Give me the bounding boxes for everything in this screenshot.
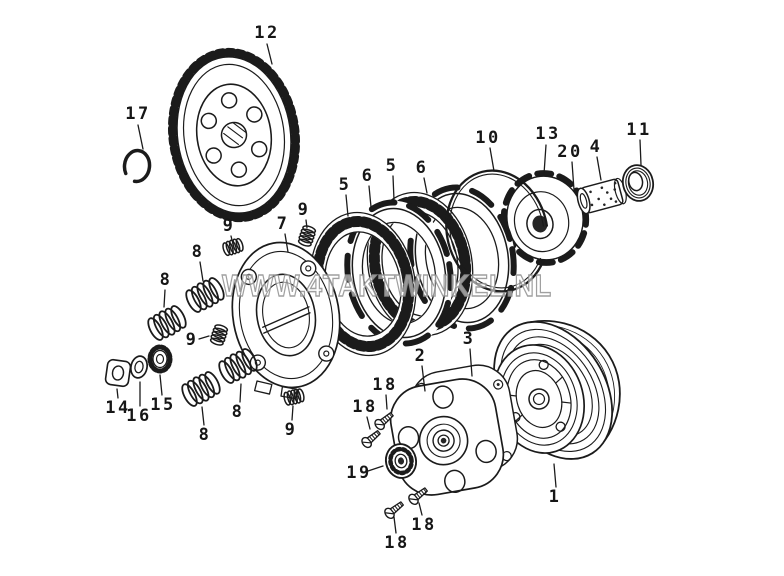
callout-label-18: 18 xyxy=(372,375,397,395)
callout-leader-8 xyxy=(163,289,166,308)
callout-leader-18 xyxy=(366,416,371,430)
callout-label-9: 9 xyxy=(298,200,311,220)
callout-leader-18 xyxy=(393,516,397,534)
callout-leader-7 xyxy=(284,233,289,253)
part-19-ball-bearing xyxy=(384,443,418,479)
part-2-clutch-cover xyxy=(389,378,505,496)
part-18-screw xyxy=(359,427,384,450)
callout-leader-11 xyxy=(639,139,642,166)
part-12-primary-gear xyxy=(167,47,301,223)
part-9-damper-spring xyxy=(220,236,246,258)
part-7-pressure-plate xyxy=(231,241,341,400)
callout-leader-14 xyxy=(116,388,119,399)
callout-label-16: 16 xyxy=(126,406,151,426)
callout-label-20: 20 xyxy=(557,142,582,162)
part-10-set-ring xyxy=(445,169,549,293)
callout-leader-13 xyxy=(543,144,547,175)
callout-leader-9 xyxy=(198,335,210,340)
callout-leader-8 xyxy=(199,261,204,282)
callout-label-10: 10 xyxy=(475,128,500,148)
watermark-text: WWW.4TAKTWINKEL.NL xyxy=(222,268,552,303)
callout-label-9: 9 xyxy=(223,216,236,236)
callout-label-15: 15 xyxy=(150,395,175,415)
callout-leader-4 xyxy=(596,156,602,181)
callout-leader-18 xyxy=(418,502,423,516)
callout-label-9: 9 xyxy=(186,330,199,350)
part-8-clutch-spring xyxy=(177,368,225,410)
callout-label-8: 8 xyxy=(160,270,173,290)
callout-label-12: 12 xyxy=(254,23,279,43)
callout-label-17: 17 xyxy=(125,104,150,124)
callout-leader-6 xyxy=(368,185,372,208)
callout-label-8: 8 xyxy=(232,402,245,422)
callout-leader-1 xyxy=(553,463,557,488)
callout-leader-6 xyxy=(423,177,428,194)
part-14-lock-nut xyxy=(104,358,132,388)
part-8-clutch-spring xyxy=(143,302,191,344)
callout-label-18: 18 xyxy=(352,397,377,417)
part-8-clutch-spring xyxy=(181,274,229,316)
callout-label-3: 3 xyxy=(463,329,476,349)
callout-leader-12 xyxy=(266,43,273,65)
callout-label-8: 8 xyxy=(192,242,205,262)
callout-label-19: 19 xyxy=(346,463,371,483)
callout-label-5: 5 xyxy=(339,175,352,195)
callout-leader-15 xyxy=(159,374,163,396)
callout-label-6: 6 xyxy=(362,166,375,186)
callout-label-1: 1 xyxy=(549,487,562,507)
callout-leader-19 xyxy=(367,465,384,472)
callout-label-18: 18 xyxy=(411,515,436,535)
callout-label-14: 14 xyxy=(105,398,130,418)
callout-leader-5 xyxy=(345,194,349,217)
callout-label-5: 5 xyxy=(386,156,399,176)
callout-label-2: 2 xyxy=(415,346,428,366)
callout-label-9: 9 xyxy=(285,420,298,440)
callout-leader-20 xyxy=(571,161,575,191)
callout-leader-5 xyxy=(392,175,395,201)
part-9-damper-spring xyxy=(208,322,230,348)
part-11-seal-cap xyxy=(621,164,655,202)
callout-leader-2 xyxy=(421,365,426,392)
callout-leader-9 xyxy=(291,405,294,421)
part-16-washer xyxy=(129,355,149,379)
callout-label-13: 13 xyxy=(535,124,560,144)
callout-label-8: 8 xyxy=(199,425,212,445)
callout-leader-9 xyxy=(305,219,308,229)
callout-label-11: 11 xyxy=(626,120,651,140)
part-4-roller-bearing xyxy=(576,177,627,215)
callout-label-7: 7 xyxy=(277,214,290,234)
callout-label-4: 4 xyxy=(590,137,603,157)
callout-leader-10 xyxy=(489,147,495,172)
callout-leader-9 xyxy=(230,235,234,245)
callout-label-18: 18 xyxy=(384,533,409,553)
callout-leader-8 xyxy=(239,383,242,403)
callout-leader-3 xyxy=(469,348,473,377)
callout-label-6: 6 xyxy=(416,158,429,178)
callout-leader-8 xyxy=(201,406,205,426)
callout-leader-17 xyxy=(137,124,144,150)
part-17-snap-ring xyxy=(122,148,152,184)
part-15-lock-washer xyxy=(147,344,173,374)
callout-leader-18 xyxy=(385,394,388,410)
